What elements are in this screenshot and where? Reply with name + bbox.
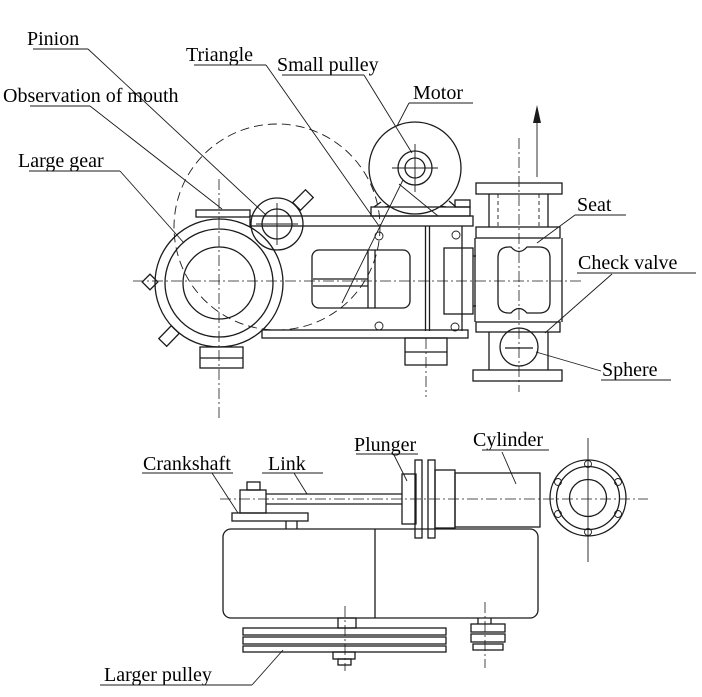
check-valve-assembly xyxy=(472,105,563,392)
label-check-valve-text: Check valve xyxy=(578,252,678,274)
label-sphere: Sphere xyxy=(535,351,671,381)
leader-triangle xyxy=(265,64,380,227)
crank-assembly xyxy=(231,481,309,529)
link-rod xyxy=(266,493,402,505)
body-top-plate xyxy=(249,215,474,227)
label-observation-text: Observation of mouth xyxy=(3,85,179,107)
leader-plunger xyxy=(393,454,408,482)
shaft-stub xyxy=(332,651,356,660)
cylinder-end-flange xyxy=(549,438,627,562)
label-link: Link xyxy=(262,453,323,495)
labels: Pinion Observation of mouth Large gear T… xyxy=(3,28,696,686)
leader-motor xyxy=(396,102,410,127)
label-sphere-text: Sphere xyxy=(602,359,658,381)
bottom-flange xyxy=(472,369,563,382)
label-seat-text: Seat xyxy=(577,194,612,216)
pinion-boss xyxy=(250,197,304,251)
cylinder-body xyxy=(454,472,541,528)
pump-body-top-view xyxy=(222,528,539,619)
label-link-text: Link xyxy=(268,453,306,475)
label-seat: Seat xyxy=(536,194,626,244)
crank-block xyxy=(239,489,267,514)
pump-body xyxy=(249,215,476,397)
label-pinion: Pinion xyxy=(27,28,267,216)
label-larger-pulley: Larger pulley xyxy=(100,649,284,686)
label-triangle-text: Triangle xyxy=(186,44,253,66)
housing-foot xyxy=(199,346,244,369)
plunger-block xyxy=(401,473,417,525)
valve-seat xyxy=(497,246,551,314)
small-pulley-top-view xyxy=(470,602,506,668)
leader-link xyxy=(293,472,308,495)
motor-base xyxy=(370,199,471,217)
leader-pinion xyxy=(87,48,267,216)
label-cylinder: Cylinder xyxy=(473,429,549,485)
label-crankshaft-text: Crankshaft xyxy=(143,453,231,475)
label-plunger: Plunger xyxy=(354,434,418,482)
discharge-connection xyxy=(443,247,474,315)
inspection-window xyxy=(311,249,411,309)
leader-crankshaft xyxy=(211,472,239,514)
large-gear-housing xyxy=(141,179,315,420)
label-motor-text: Motor xyxy=(413,82,463,104)
label-pinion-text: Pinion xyxy=(27,28,79,50)
label-large-gear-text: Large gear xyxy=(18,150,104,172)
label-cylinder-text: Cylinder xyxy=(473,429,543,451)
crank-plate xyxy=(231,512,309,522)
label-small-pulley-text: Small pulley xyxy=(277,54,379,76)
leader-small-pulley xyxy=(363,74,413,154)
belt-lines xyxy=(341,179,439,304)
leader-large-gear xyxy=(119,170,185,244)
body-foot xyxy=(404,337,448,397)
larger-pulley-top-view xyxy=(242,606,447,671)
observation-cover-plate xyxy=(195,209,251,218)
label-small-pulley: Small pulley xyxy=(277,54,413,154)
lower-view xyxy=(220,438,648,671)
label-triangle: Triangle xyxy=(186,44,380,227)
flow-arrow-icon xyxy=(533,105,541,177)
leader-larger-pulley xyxy=(251,649,284,686)
label-crankshaft: Crankshaft xyxy=(142,453,239,514)
upper-view xyxy=(133,105,583,420)
label-motor: Motor xyxy=(396,82,473,127)
label-larger-pulley-text: Larger pulley xyxy=(104,664,212,686)
label-observation: Observation of mouth xyxy=(3,85,223,210)
leader-observation xyxy=(89,105,223,210)
label-large-gear: Large gear xyxy=(18,150,185,244)
leader-sphere xyxy=(535,351,602,372)
leader-cylinder xyxy=(501,451,517,485)
body-bottom-plate xyxy=(261,329,469,339)
leader-seat xyxy=(536,214,576,244)
label-check-valve: Check valve xyxy=(544,252,696,334)
motor xyxy=(368,121,471,217)
label-plunger-text: Plunger xyxy=(354,434,417,456)
leader-check-valve xyxy=(544,273,613,334)
